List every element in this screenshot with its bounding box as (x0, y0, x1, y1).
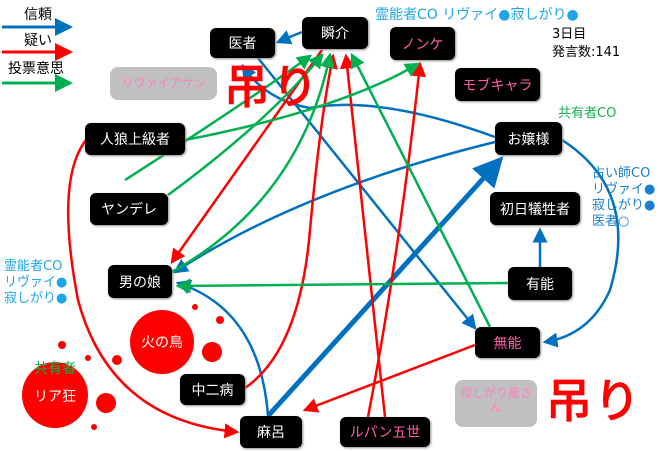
seer-co: 占い師CO リヴァイ● 寂しがり● 医者○ (592, 166, 656, 229)
vote-arrows (124, 52, 509, 328)
node-shonichi[interactable]: 初日犠牲者 (490, 192, 580, 225)
node-mobu[interactable]: モブキャラ (455, 68, 540, 101)
node-isha[interactable]: 医者 (210, 28, 275, 58)
node-yandere[interactable]: ヤンデレ (90, 193, 168, 225)
hanged-player-2: 寂しがり屋さん (455, 380, 537, 427)
dead-player-riakyo: リア狂 (34, 389, 76, 405)
day-label: 3日目 (552, 27, 587, 42)
node-nonke[interactable]: ノンケ (390, 27, 455, 60)
node-muno[interactable]: 無能 (475, 327, 540, 358)
node-lupin[interactable]: ルパン五世 (340, 417, 430, 447)
node-ojou[interactable]: お嬢様 (495, 122, 562, 155)
hang-mark-1: 吊り (224, 60, 320, 114)
node-shunsuke[interactable]: 瞬介 (302, 17, 368, 49)
node-yuno[interactable]: 有能 (508, 267, 572, 300)
remark-count: 発言数:141 (552, 45, 621, 60)
blood-splats (22, 304, 224, 430)
node-maro[interactable]: 麻呂 (240, 416, 302, 448)
dead-role-note: 共有者 (34, 361, 76, 377)
doubt-arrows (67, 49, 476, 439)
shared-co-right: 共有者CO (558, 106, 617, 121)
medium-co-top: 霊能者CO リヴァイ●寂しがり● (375, 7, 579, 23)
medium-co-left: 霊能者CO リヴァイ● 寂しがり● (4, 259, 68, 306)
hanged-player-1: リヴァイアサン (110, 67, 217, 100)
node-otoko[interactable]: 男の娘 (108, 265, 172, 298)
node-jinro[interactable]: 人狼上級者 (85, 123, 185, 155)
dead-player-hinotori: 火の鳥 (141, 335, 183, 351)
hang-mark-2: 吊り (546, 374, 642, 428)
node-chuni[interactable]: 中二病 (180, 374, 245, 405)
game-info: 3日目 発言数:141 (552, 26, 620, 62)
legend-trust-label: 信頼 (24, 7, 52, 23)
legend-vote-label: 投票意思 (8, 61, 64, 77)
legend-doubt-label: 疑い (24, 33, 52, 49)
